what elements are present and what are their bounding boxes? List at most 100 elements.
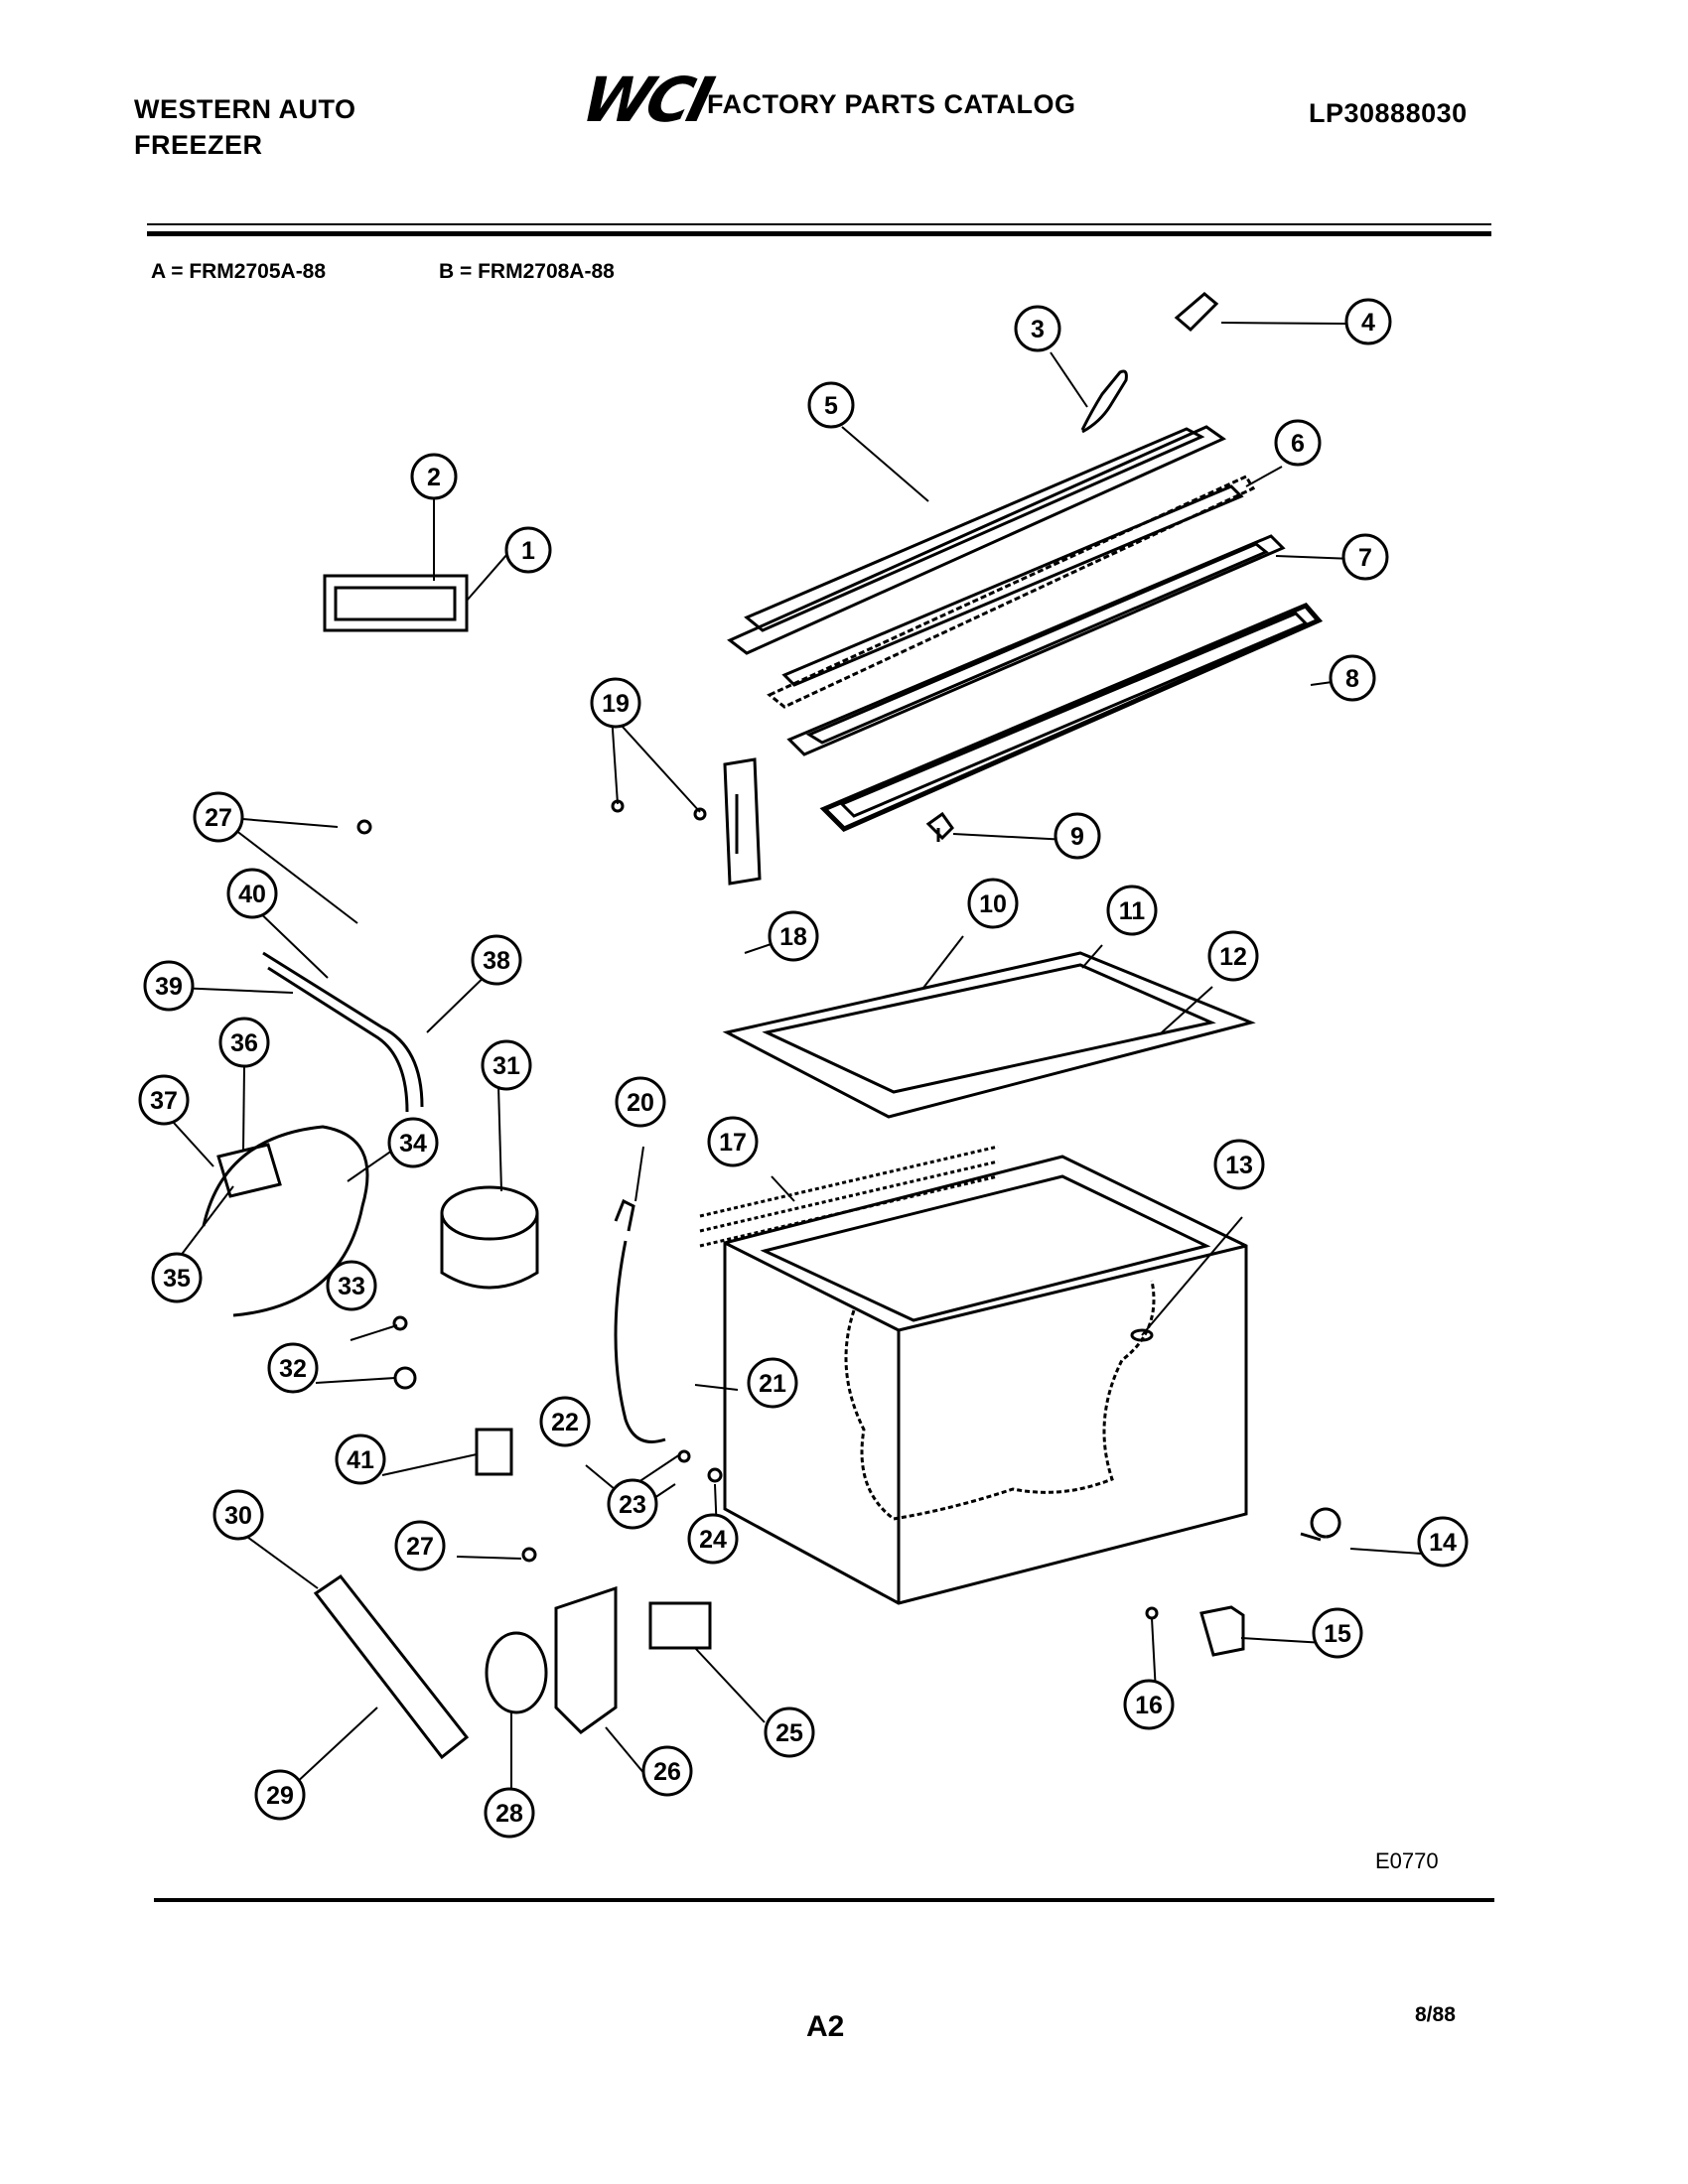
callout-35-label: 35 xyxy=(163,1265,191,1293)
part-33-grommet xyxy=(392,1315,408,1331)
part-18-hinge xyxy=(723,757,762,886)
part-27-screw-top xyxy=(356,819,372,835)
lid-inner-panel xyxy=(786,534,1286,756)
callout-18: 18 xyxy=(768,910,819,962)
callout-39-label: 39 xyxy=(155,973,183,1001)
callout-40: 40 xyxy=(226,868,278,919)
callout-32: 32 xyxy=(267,1342,319,1394)
callout-1: 1 xyxy=(504,526,552,574)
callout-32-label: 32 xyxy=(279,1355,307,1383)
part-29-access-panel xyxy=(313,1573,470,1760)
page-number: A2 xyxy=(806,2010,845,2043)
callout-29-label: 29 xyxy=(266,1782,294,1810)
callout-5-label: 5 xyxy=(824,392,838,420)
callout-4-label: 4 xyxy=(1361,309,1375,337)
callout-2-label: 2 xyxy=(427,464,441,491)
callout-35: 35 xyxy=(151,1252,203,1303)
part-16-screw xyxy=(1145,1606,1159,1620)
callout-13: 13 xyxy=(1213,1139,1265,1190)
callout-12-label: 12 xyxy=(1219,943,1247,971)
part-25-fan-motor xyxy=(648,1601,712,1650)
callout-20-label: 20 xyxy=(627,1089,654,1117)
lid-gasket xyxy=(819,602,1324,832)
callout-20: 20 xyxy=(615,1076,666,1128)
callout-16: 16 xyxy=(1123,1679,1175,1730)
callout-40-label: 40 xyxy=(238,881,266,908)
catalog-number: LP30888030 xyxy=(1309,98,1468,128)
top-rule-thick xyxy=(147,231,1491,236)
part-26-fan-bracket xyxy=(554,1585,618,1734)
callout-29: 29 xyxy=(254,1769,306,1821)
callout-8: 8 xyxy=(1329,654,1376,702)
callout-6: 6 xyxy=(1274,419,1322,467)
model-a-label: A = FRM2705A-88 xyxy=(151,260,327,283)
part-41-clip xyxy=(475,1428,513,1476)
callout-25: 25 xyxy=(764,1706,815,1758)
callout-12: 12 xyxy=(1207,930,1259,982)
callout-28-label: 28 xyxy=(495,1800,523,1828)
callout-30: 30 xyxy=(212,1489,264,1541)
callout-13-label: 13 xyxy=(1225,1152,1253,1179)
callout-38: 38 xyxy=(471,934,522,986)
callout-8-label: 8 xyxy=(1345,665,1359,693)
callout-7: 7 xyxy=(1341,533,1389,581)
callout-17-label: 17 xyxy=(719,1129,747,1157)
part-32-grommet xyxy=(393,1366,417,1390)
breaker-strip-frame xyxy=(722,951,1256,1119)
callout-27-bottom: 27 xyxy=(394,1520,446,1571)
callout-4: 4 xyxy=(1344,298,1392,345)
callout-28: 28 xyxy=(484,1787,535,1839)
callout-39: 39 xyxy=(143,960,195,1012)
callout-38-label: 38 xyxy=(483,947,510,975)
callout-22: 22 xyxy=(539,1396,591,1447)
diagram-id: E0770 xyxy=(1375,1848,1439,1873)
callout-22-label: 22 xyxy=(551,1409,579,1436)
callout-3: 3 xyxy=(1014,305,1061,352)
callout-6-label: 6 xyxy=(1291,430,1305,458)
callout-37: 37 xyxy=(138,1074,190,1126)
callout-21-label: 21 xyxy=(759,1370,786,1398)
lid-liner xyxy=(767,475,1256,709)
callout-15: 15 xyxy=(1312,1607,1363,1659)
callout-26-label: 26 xyxy=(653,1758,681,1786)
callout-10-label: 10 xyxy=(979,890,1007,918)
callout-25-label: 25 xyxy=(775,1719,803,1747)
callout-11-label: 11 xyxy=(1119,897,1146,925)
callout-27-top: 27 xyxy=(193,791,244,843)
callout-17: 17 xyxy=(707,1116,759,1167)
part-13-grommet xyxy=(1130,1328,1154,1342)
catalog-date: 8/88 xyxy=(1415,2003,1456,2026)
callout-34: 34 xyxy=(387,1117,439,1168)
callout-10: 10 xyxy=(967,878,1019,929)
callout-14-label: 14 xyxy=(1429,1529,1457,1557)
part-15-bracket xyxy=(1199,1605,1245,1657)
callout-1-label: 1 xyxy=(521,537,535,565)
callout-19-label: 19 xyxy=(602,690,630,718)
part-19-screw xyxy=(693,807,707,821)
bottom-rule xyxy=(154,1898,1494,1902)
part-4-plug xyxy=(1174,292,1219,333)
part-2-light-lens xyxy=(334,586,457,621)
part-23-screw xyxy=(677,1449,691,1463)
part-1-light-housing xyxy=(323,574,469,632)
callout-21: 21 xyxy=(747,1357,798,1409)
callout-27-label: 27 xyxy=(406,1533,434,1561)
callout-26: 26 xyxy=(641,1745,693,1797)
callout-36: 36 xyxy=(218,1017,270,1068)
callout-34-label: 34 xyxy=(399,1130,427,1158)
part-38-wire-harness xyxy=(262,951,424,1113)
callout-markers: 1 2 3 4 5 6 7 8 9 10 11 12 13 14 15 16 1… xyxy=(138,298,1469,1839)
callout-5: 5 xyxy=(807,381,855,429)
callout-9: 9 xyxy=(1054,812,1101,860)
callout-27-label: 27 xyxy=(205,804,232,832)
lid-outer-shell xyxy=(727,425,1227,655)
brand-line-1: WESTERN AUTO xyxy=(134,94,356,124)
callout-19: 19 xyxy=(590,677,641,729)
top-rule-thin xyxy=(147,223,1491,225)
part-34-wire-loop xyxy=(202,1125,369,1317)
callout-7-label: 7 xyxy=(1358,544,1372,572)
callout-41: 41 xyxy=(335,1433,386,1485)
leader-lines xyxy=(163,322,1423,1799)
callout-14: 14 xyxy=(1417,1516,1469,1568)
